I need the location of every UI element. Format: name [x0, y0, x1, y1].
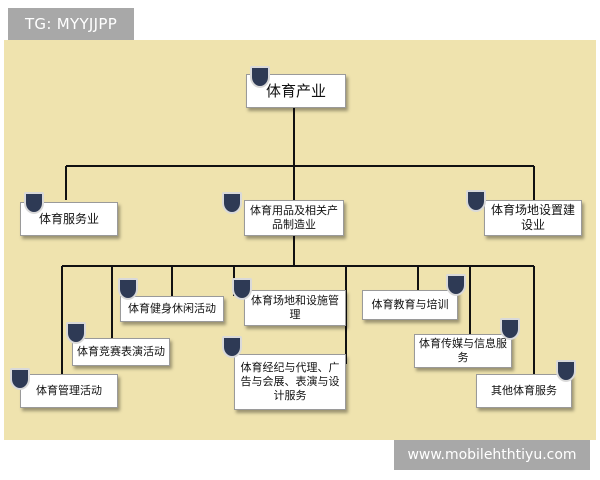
- node-other: 其他体育服务: [476, 374, 572, 408]
- node-goods-label: 体育用品及相关产品制造业: [250, 204, 338, 231]
- node-competition: 体育竞赛表演活动: [72, 338, 170, 366]
- node-education-label: 体育教育与培训: [371, 298, 449, 311]
- node-education: 体育教育与培训: [362, 290, 458, 320]
- node-goods: 体育用品及相关产品制造业: [244, 200, 344, 236]
- node-venue-mgmt: 体育场地和设施管理: [244, 290, 346, 326]
- shield-badge-icon: [222, 192, 242, 214]
- node-media-label: 体育传媒与信息服务: [419, 337, 507, 364]
- shield-badge-icon: [222, 336, 242, 358]
- shield-badge-icon: [556, 360, 576, 382]
- node-brokerage-label: 体育经纪与代理、广告与会展、表演与设计服务: [240, 361, 340, 402]
- node-venues: 体育场地设置建设业: [484, 200, 582, 236]
- shield-badge-icon: [446, 274, 466, 296]
- shield-badge-icon: [24, 192, 44, 214]
- shield-badge-icon: [10, 368, 30, 390]
- watermark-url: www.mobilehthtiyu.com: [394, 440, 590, 470]
- node-venues-label: 体育场地设置建设业: [490, 203, 575, 232]
- node-fitness: 体育健身休闲活动: [120, 296, 224, 322]
- node-management-label: 体育管理活动: [36, 384, 102, 397]
- shield-badge-icon: [118, 278, 138, 300]
- node-media: 体育传媒与信息服务: [414, 334, 512, 368]
- shield-badge-icon: [466, 190, 486, 212]
- node-root-label: 体育产业: [265, 82, 326, 100]
- tag-label: TG: MYYJJPP: [8, 8, 134, 40]
- shield-badge-icon: [66, 322, 86, 344]
- node-management: 体育管理活动: [20, 374, 118, 408]
- node-competition-label: 体育竞赛表演活动: [77, 345, 165, 358]
- shield-badge-icon: [500, 318, 520, 340]
- shield-badge-icon: [232, 278, 252, 300]
- node-brokerage: 体育经纪与代理、广告与会展、表演与设计服务: [234, 354, 346, 410]
- node-venue-mgmt-label: 体育场地和设施管理: [251, 294, 339, 321]
- node-other-label: 其他体育服务: [491, 384, 557, 397]
- shield-badge-icon: [250, 66, 270, 88]
- node-services-label: 体育服务业: [38, 211, 99, 226]
- node-fitness-label: 体育健身休闲活动: [128, 302, 216, 315]
